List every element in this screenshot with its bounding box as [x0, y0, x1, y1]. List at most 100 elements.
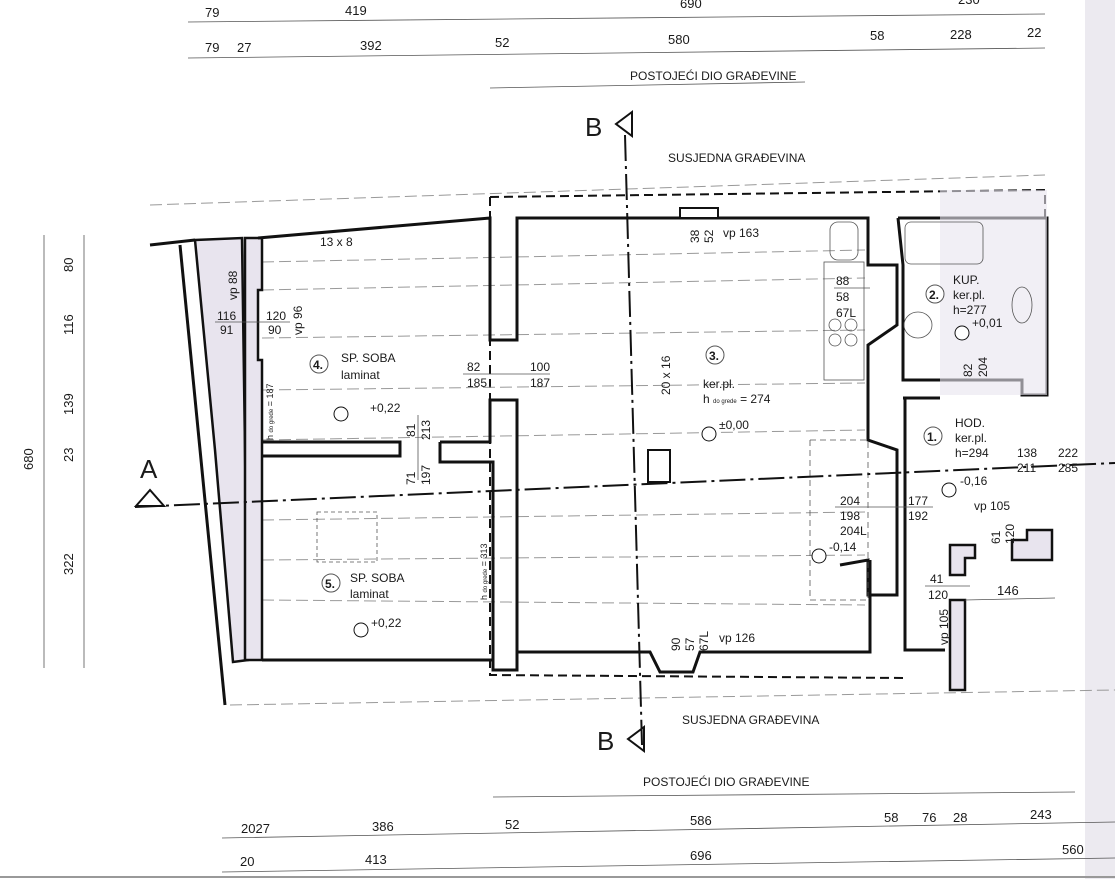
sill-height: vp 105: [974, 499, 1010, 513]
sill-height: vp 96: [291, 305, 305, 335]
window-dim: 90: [268, 323, 282, 337]
room-number: 3.: [709, 349, 719, 363]
room-height: h do grede = 313: [479, 543, 489, 600]
door-dim: 71: [404, 471, 418, 485]
section-axis-a: [134, 462, 1115, 508]
section-marker-b-top: B: [585, 112, 602, 142]
window-dim: 67L: [697, 631, 711, 651]
door-dim: 192: [908, 509, 928, 523]
vent-dim: 38: [688, 229, 702, 243]
dim-left-3: 139: [61, 393, 76, 415]
room-name: SP. SOBA: [350, 571, 404, 585]
level-icon: [333, 406, 349, 422]
annotations: 13 x 8 20 x 16 vp 88 vp 96 116 91 120 90…: [215, 226, 1078, 651]
section-arrow-icon: [614, 110, 633, 138]
dim-bottom-8: 243: [1030, 807, 1052, 822]
existing-building-label-top: POSTOJEĆI DIO GRAĐEVINE: [630, 68, 796, 83]
section-axis-b: [624, 134, 643, 746]
door-dim: 185: [467, 376, 487, 390]
window-dim: 57: [683, 637, 697, 651]
stove-burner-icon: [844, 333, 858, 347]
dim-top-2: 419: [345, 3, 367, 18]
window-dim: 116: [217, 309, 236, 323]
neighbor-boundary-top: [149, 174, 1046, 206]
door-dim: 120: [1003, 524, 1017, 544]
level-icon: [701, 426, 717, 442]
dim-left-4: 23: [61, 448, 76, 462]
door-dim: 213: [419, 420, 433, 440]
room-floor: ker.pl.: [703, 377, 735, 391]
dim-top-4: 230: [958, 0, 980, 7]
dim-top-r2-8: 22: [1027, 25, 1041, 40]
door-dim: 138: [1017, 446, 1037, 460]
fixtures: [316, 221, 1033, 601]
room-floor: ker.pl.: [955, 431, 987, 445]
room-number: 4.: [313, 358, 323, 372]
door-dim: 197: [419, 465, 433, 485]
window-dim: 120: [928, 588, 948, 602]
door-dim: 187: [530, 376, 550, 390]
scan-edge: [1085, 0, 1115, 879]
level-icon: [954, 325, 970, 341]
room-height: h do grede = 274: [703, 392, 771, 406]
door-dim: 285: [1058, 461, 1078, 475]
bottom-dimensions: POSTOJEĆI DIO GRAĐEVINE 2027 386 52 586 …: [0, 774, 1115, 878]
existing-outline-bottom: [489, 197, 906, 679]
stove-burner-icon: [844, 318, 858, 332]
vent-dim: 52: [702, 229, 716, 243]
dim-bottom-r2-2: 413: [365, 852, 387, 867]
level-icon: [941, 482, 957, 498]
stove-burner-icon: [828, 318, 842, 332]
level-mark: -0,16: [960, 474, 988, 488]
dim-top-r2-2: 27: [237, 40, 251, 55]
level-icon: [811, 548, 827, 564]
bathtub-icon: [904, 221, 984, 265]
top-dimensions: 79 419 690 230 79 27 392 52 580 58 228 2…: [187, 0, 1046, 89]
room-floor: ker.pl.: [953, 288, 985, 302]
dim-bottom-7: 28: [953, 810, 967, 825]
left-dimensions: 80 116 139 23 322 680: [21, 235, 85, 668]
dim-left-1: 80: [61, 258, 76, 272]
level-mark: +0,22: [370, 401, 401, 415]
section-marker-b-bottom: B: [597, 726, 614, 756]
skylight: [316, 511, 378, 563]
door-dim: 61: [989, 530, 1003, 544]
room-height: h do grede = 187: [265, 383, 275, 440]
dim-top-r2-5: 580: [668, 32, 690, 47]
dim-top-3: 690: [680, 0, 702, 11]
level-mark: +0,22: [371, 616, 402, 630]
stair-dim: 204: [840, 494, 860, 508]
neighbor-label-top: SUSJEDNA GRAĐEVINA: [668, 151, 805, 165]
room-floor: laminat: [341, 368, 380, 382]
dim-bottom-6: 76: [922, 810, 936, 825]
room-floor: laminat: [350, 587, 389, 601]
kitchen-dim: 67L: [836, 306, 856, 320]
room-2: 2. KUP. ker.pl. h=277 +0,01: [925, 273, 1003, 341]
sill-height: vp 88: [226, 270, 240, 300]
side-dim: 146: [997, 583, 1019, 598]
dim-bottom-4: 586: [690, 813, 712, 828]
room-number: 2.: [929, 288, 939, 302]
door-dim: 211: [1017, 461, 1036, 475]
sill-height: vp 126: [719, 631, 755, 645]
sink-icon: [1011, 286, 1033, 324]
dim-left-total: 680: [21, 448, 36, 470]
stair-dim: 204L: [840, 524, 867, 538]
sill-height: vp 163: [723, 226, 759, 240]
dim-top-r2-6: 58: [870, 28, 884, 43]
beam-label: 20 x 16: [659, 355, 673, 395]
door-dim: 222: [1058, 446, 1078, 460]
room-name: SP. SOBA: [341, 351, 395, 365]
wall-left-outer: [193, 236, 250, 664]
existing-building-label-bottom: POSTOJEĆI DIO GRAĐEVINE: [643, 774, 809, 789]
room-number: 1.: [927, 430, 937, 444]
window-dim: 120: [266, 309, 286, 323]
door-dim: 82: [467, 360, 481, 374]
room-1: 1. HOD. ker.pl. h=294 -0,16: [923, 416, 989, 498]
room-5: 5. SP. SOBA laminat +0,22 h do grede = 3…: [321, 543, 489, 638]
kitchen-dim: 88: [836, 274, 850, 288]
door-dim: 204: [976, 357, 990, 377]
dim-bottom-3: 52: [505, 817, 519, 832]
level-mark: ±0,00: [719, 418, 749, 432]
